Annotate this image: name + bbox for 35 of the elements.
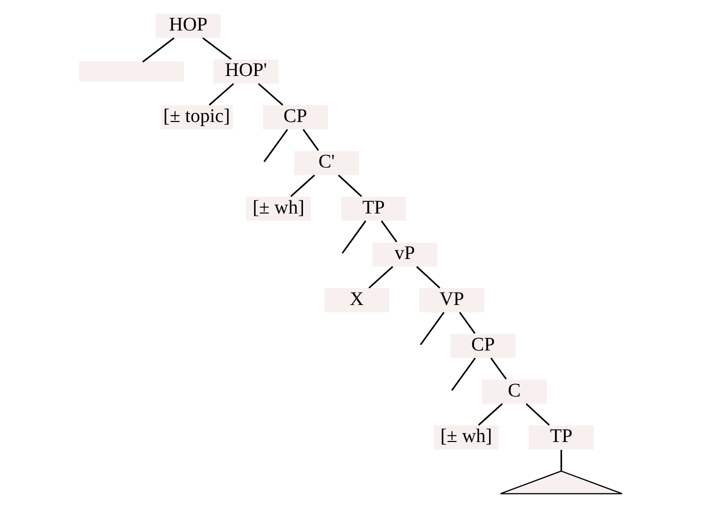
connector	[560, 449, 562, 470]
connector	[290, 174, 316, 197]
connector	[368, 266, 394, 288]
connector	[302, 128, 320, 150]
node-box: HOP'	[214, 59, 278, 84]
connector	[263, 128, 288, 162]
node-box: CP	[450, 333, 516, 358]
node-box: C'	[294, 150, 360, 175]
node-box: vP	[372, 242, 438, 266]
node-box: HOP	[156, 13, 221, 38]
node-box: TP	[528, 424, 594, 449]
connector	[416, 266, 440, 288]
node-box: C	[482, 379, 547, 404]
node-box: CP	[262, 104, 328, 129]
connector	[202, 36, 232, 60]
connector	[380, 220, 398, 242]
connector	[478, 402, 503, 426]
node-box	[79, 60, 184, 82]
connector	[526, 402, 550, 426]
connector	[208, 82, 234, 106]
connector	[459, 311, 476, 334]
node-box: VP	[419, 288, 484, 312]
node-box: [± wh]	[434, 424, 499, 449]
connector	[451, 357, 476, 390]
node-box: [± topic]	[160, 104, 233, 129]
connector	[342, 220, 366, 254]
node-box: TP	[341, 196, 406, 220]
node-box: X	[324, 288, 390, 312]
connector	[338, 174, 362, 197]
connector	[258, 82, 284, 106]
connector	[490, 357, 507, 380]
node-triangle	[500, 470, 623, 494]
node-box: [± wh]	[246, 196, 311, 220]
connector	[420, 311, 445, 345]
connector	[142, 36, 174, 62]
